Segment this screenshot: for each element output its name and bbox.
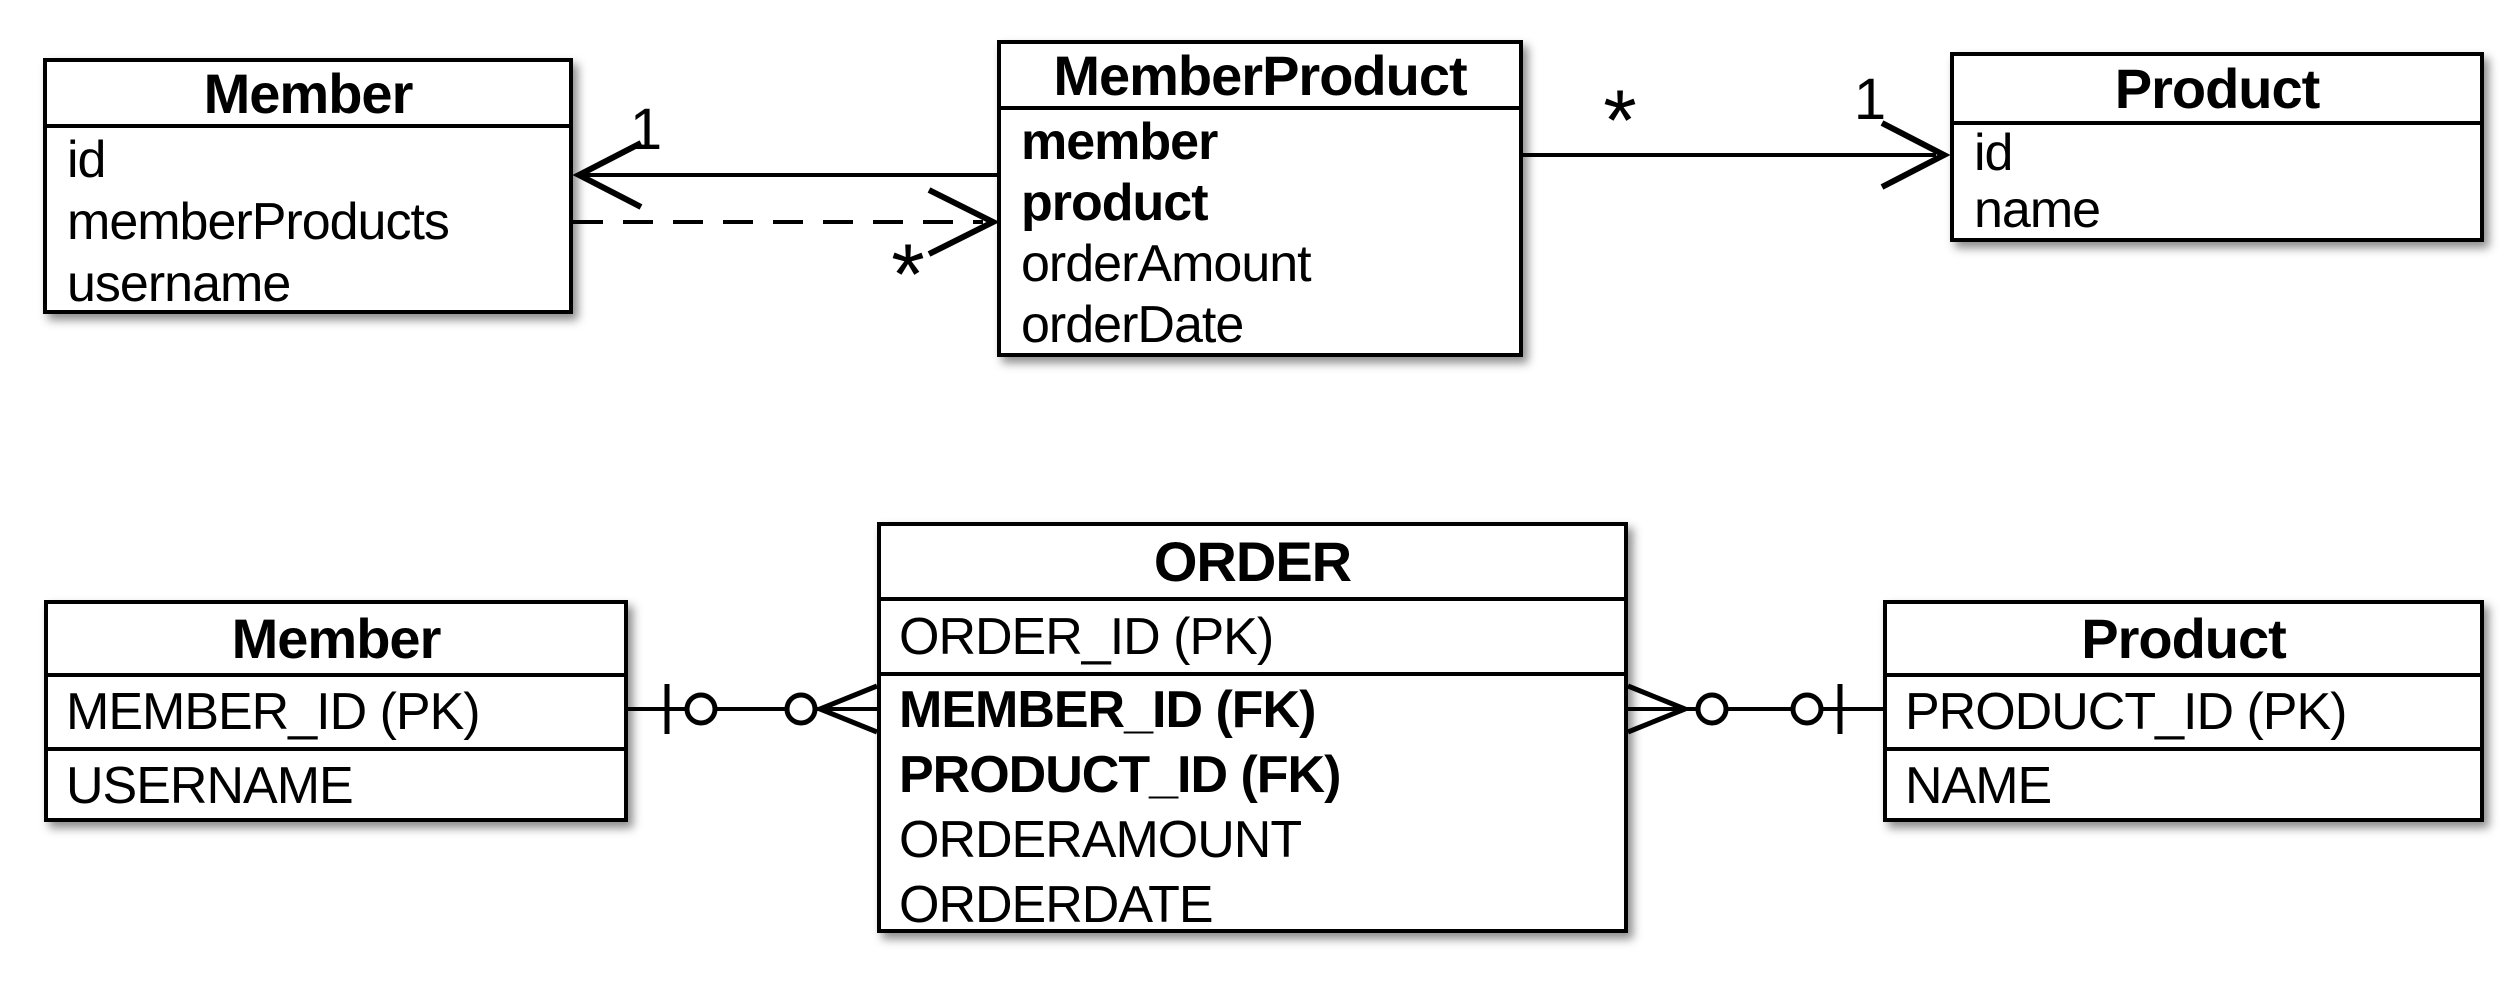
entity-row: ORDERDATE [899,876,1214,934]
er-connector-member-order [628,683,878,735]
class-attribute: name [1974,181,2101,239]
er-entity-order: ORDER ORDER_ID (PK) MEMBER_ID (FK) PRODU… [877,522,1628,934]
crows-foot-icon [1627,683,1692,735]
entity-row: NAME [1887,747,2480,821]
class-attribute: orderAmount [1021,235,1312,293]
multiplicity-many-label: * [891,227,925,323]
class-attribute: memberProducts [67,193,450,251]
uml-class-member: Member id memberProducts username [43,58,573,314]
crows-foot-icon [813,683,878,735]
open-arrowhead-right-icon [927,187,1000,257]
entity-row: MEMBER_ID (PK) [48,673,624,747]
open-arrowhead-right-icon [1880,120,1951,190]
ring-icon [784,692,818,726]
uml-association-to-product [1523,120,1951,190]
class-attribute: member [1021,113,1218,171]
entity-row: PRODUCT_ID (FK) [899,746,1341,804]
multiplicity-one-label: 1 [1853,67,1887,132]
multiplicity-one-label: 1 [629,97,663,162]
er-entity-product: Product PRODUCT_ID (PK) NAME [1883,600,2484,822]
ring-icon [684,692,718,726]
uml-association-to-member [572,140,997,210]
ring-icon [1790,692,1824,726]
entity-row: PRODUCT_ID (PK) [1887,673,2480,747]
entity-title: Product [2081,607,2287,670]
class-attribute: username [67,255,291,313]
class-attribute: product [1021,174,1209,232]
uml-class-memberproduct: MemberProduct member product orderAmount… [997,40,1523,357]
uml-class-product: Product id name [1950,52,2484,242]
multiplicity-many-label: * [1603,73,1637,169]
er-entity-member: Member MEMBER_ID (PK) USERNAME [44,600,628,822]
er-connector-order-product [1627,683,1883,735]
open-arrowhead-left-icon [572,140,643,210]
uml-dashed-dependency-to-memberproduct [573,187,1000,257]
class-attribute: orderDate [1021,296,1244,354]
entity-title: ORDER [1153,530,1352,593]
class-title: MemberProduct [1001,44,1519,110]
entity-row: MEMBER_ID (FK) [899,681,1316,739]
class-attribute: id [67,131,106,189]
ring-icon [1695,692,1729,726]
entity-row: ORDER_ID (PK) [881,597,1624,672]
entity-row: ORDERAMOUNT [899,811,1302,869]
entity-row: USERNAME [48,747,624,821]
entity-title: Member [231,607,442,670]
class-title: Member [47,62,569,128]
class-attribute: id [1974,124,2013,182]
class-title: Product [1954,56,2480,125]
